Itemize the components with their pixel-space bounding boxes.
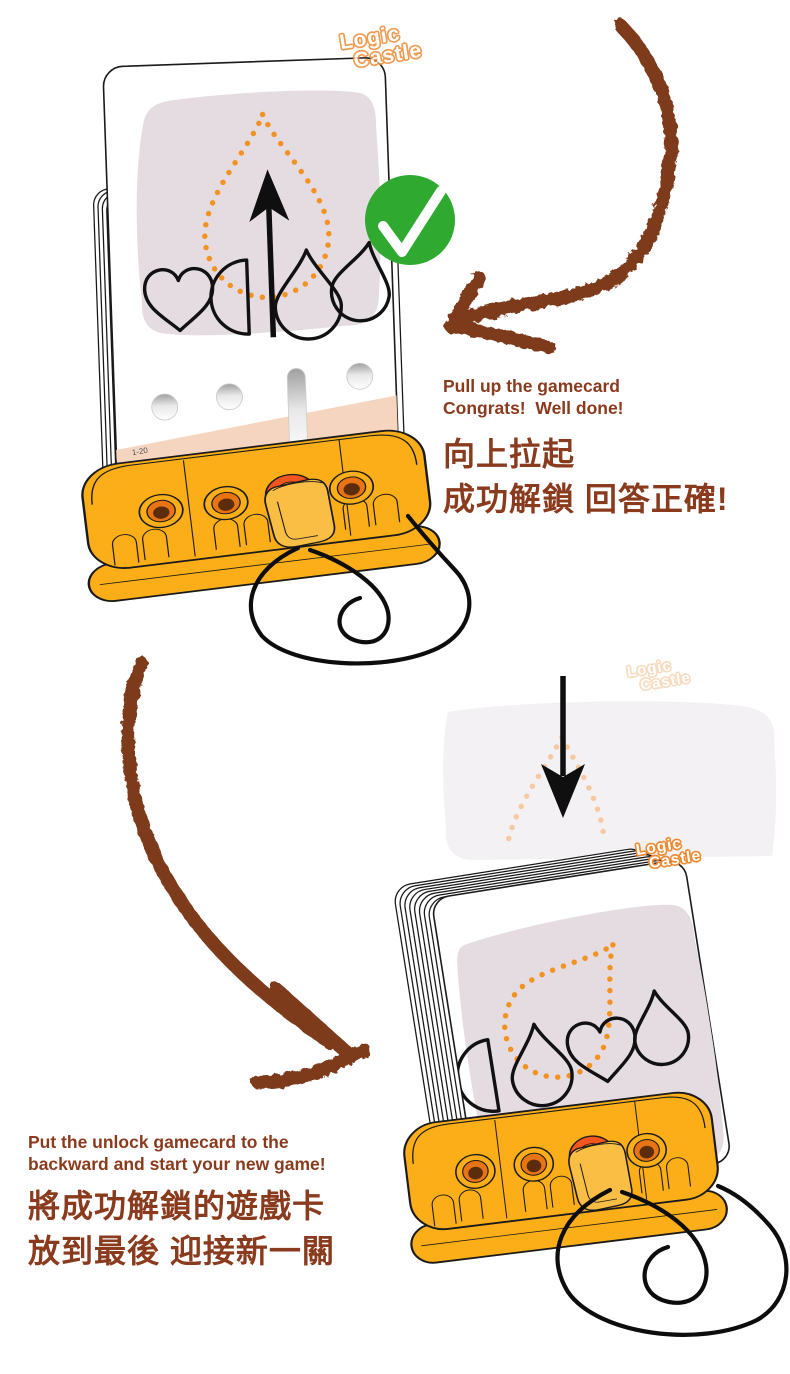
- string-loop: [555, 1183, 789, 1337]
- instruction-zh-line: 放到最後 迎接新一關: [28, 1233, 335, 1269]
- teardrop-shape-icon: [633, 989, 691, 1067]
- instruction-zh-line: 成功解鎖 回答正確!: [443, 481, 729, 517]
- dotted-teardrop-icon: [202, 106, 332, 301]
- dotted-teardrop-icon: [502, 938, 618, 1080]
- instruction-english: Pull up the gamecard Congrats! Well done…: [443, 376, 788, 419]
- instruction-chinese: 將成功解鎖的遊戲卡 放到最後 迎接新一關: [28, 1184, 398, 1274]
- instruction-en-line: Congrats! Well done!: [443, 397, 624, 418]
- teardrop-shape-icon: [510, 1022, 574, 1108]
- instruction-zh-line: 向上拉起: [443, 436, 576, 472]
- instruction-en-line: Put the unlock gamecard to the: [28, 1132, 289, 1152]
- teardrop-shape-icon: [273, 248, 343, 341]
- heart-shape-icon: [142, 266, 215, 333]
- card-number: 1-20: [131, 446, 149, 457]
- instruction-en-line: backward and start your new game!: [28, 1153, 326, 1174]
- down-arrow-icon: [541, 676, 585, 818]
- card-punch-holes: [151, 362, 374, 461]
- instruction-step-2: Put the unlock gamecard to the backward …: [28, 1132, 398, 1274]
- instruction-step-1: Pull up the gamecard Congrats! Well done…: [443, 376, 788, 522]
- instruction-chinese: 向上拉起 成功解鎖 回答正確!: [443, 432, 788, 522]
- curved-arrow-left-icon: [444, 19, 678, 354]
- string-loop: [248, 513, 472, 666]
- ghost-gamecard: [443, 701, 777, 860]
- instruction-en-line: Pull up the gamecard: [443, 376, 620, 396]
- heart-shape-icon: [565, 1016, 637, 1084]
- instruction-english: Put the unlock gamecard to the backward …: [28, 1132, 398, 1175]
- instruction-zh-line: 將成功解鎖的遊戲卡: [28, 1188, 326, 1224]
- half-circle-shape-icon: [209, 258, 251, 336]
- curved-arrow-right-icon: [121, 656, 371, 1089]
- teardrop-shape-icon: [329, 240, 391, 323]
- up-arrow-icon: [249, 169, 290, 338]
- check-icon: [365, 175, 455, 265]
